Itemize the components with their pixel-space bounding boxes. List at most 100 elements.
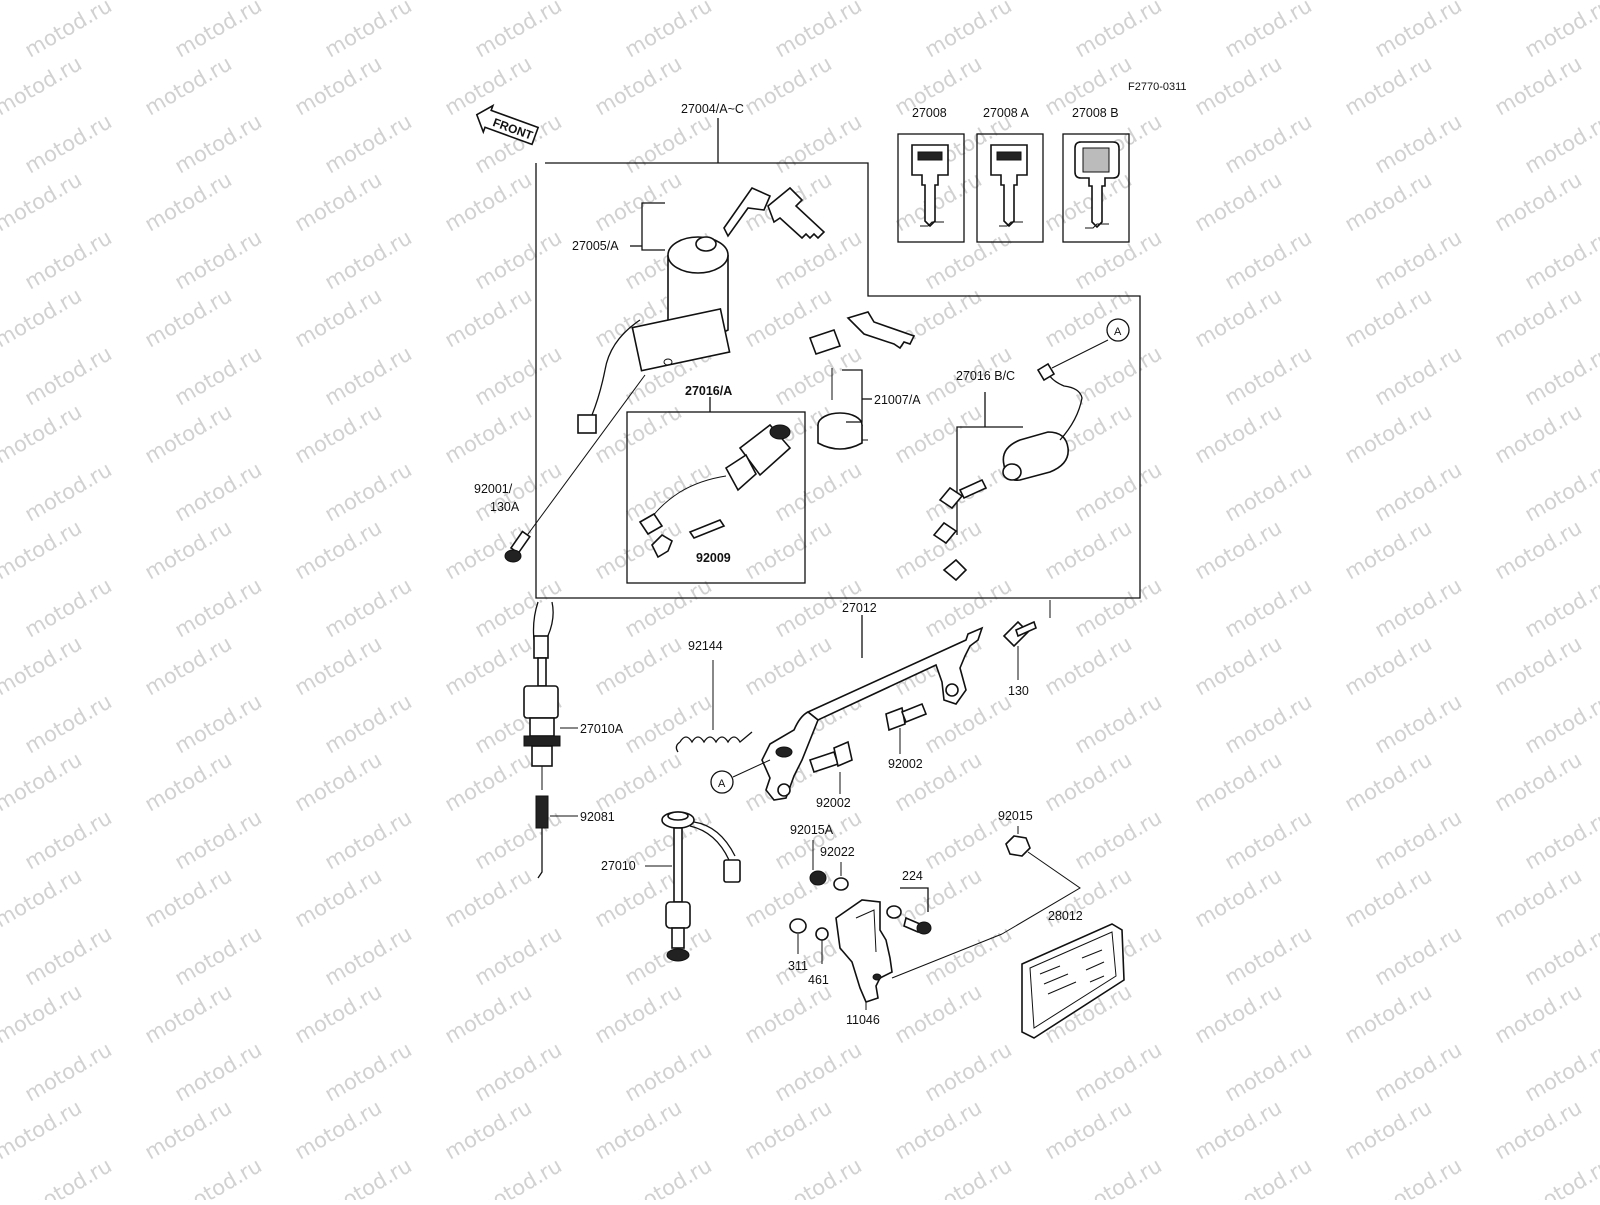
watermark-text: motod.ru [1491,631,1586,700]
watermark-text: motod.ru [1491,283,1586,352]
watermark-text: motod.ru [0,1095,86,1164]
watermark-text: motod.ru [1521,225,1600,294]
watermark-text: motod.ru [1191,515,1286,584]
watermark-text: motod.ru [1341,399,1436,468]
label-92081: 92081 [580,810,615,824]
watermark-text: motod.ru [171,0,266,62]
watermark-text: motod.ru [921,225,1016,294]
watermark-text: motod.ru [1221,457,1316,526]
watermark-text: motod.ru [141,399,236,468]
watermark-text: motod.ru [1371,457,1466,526]
watermark-text: motod.ru [621,457,716,526]
watermark-text: motod.ru [1491,979,1586,1048]
label-27008a: 27008 A [983,106,1030,120]
watermark-text: motod.ru [1371,573,1466,642]
watermark-text: motod.ru [1341,167,1436,236]
watermark-text: motod.ru [1071,1153,1166,1200]
label-27012: 27012 [842,601,877,615]
watermark-text: motod.ru [1521,341,1600,410]
watermark-text: motod.ru [291,51,386,120]
watermark-text: motod.ru [1221,805,1316,874]
watermark-text: motod.ru [1221,1153,1316,1200]
watermark-text: motod.ru [1491,167,1586,236]
nut-311 [790,919,806,954]
watermark-text: motod.ru [141,283,236,352]
watermark-text: motod.ru [1521,921,1600,990]
watermark-text: motod.ru [1341,863,1436,932]
watermark-text: motod.ru [1191,1095,1286,1164]
watermark-text: motod.ru [591,631,686,700]
watermark-text: motod.ru [741,515,836,584]
watermark-text: motod.ru [321,573,416,642]
watermark-text: motod.ru [441,631,536,700]
watermark-text: motod.ru [171,457,266,526]
washer-92022 [834,878,848,890]
watermark-text: motod.ru [1221,341,1316,410]
watermark-text: motod.ru [21,1037,116,1106]
label-27004: 27004/A~C [681,102,744,116]
watermark-text: motod.ru [1341,0,1436,4]
label-27008b: 27008 B [1072,106,1119,120]
label-92015: 92015 [998,809,1033,823]
watermark-text: motod.ru [1341,1095,1436,1164]
watermark-text: motod.ru [1371,1037,1466,1106]
watermark-text: motod.ru [1521,689,1600,758]
bolt-130 [1004,600,1050,680]
label-92002-upper: 92002 [888,757,923,771]
watermark-text: motod.ru [891,1095,986,1164]
watermark-text: motod.ru [21,689,116,758]
callout-a-bottom-label: A [718,778,726,790]
watermark-text: motod.ru [21,109,116,178]
watermark-text: motod.ru [1041,0,1136,4]
watermark-text: motod.ru [141,1095,236,1164]
watermark-text: motod.ru [771,805,866,874]
label-92002-lower: 92002 [816,796,851,810]
label-92001: 92001/ [474,482,513,496]
callout-a-top-label: A [1114,326,1122,338]
watermark-text: motod.ru [1191,51,1286,120]
figure-code: F2770-0311 [1128,81,1187,93]
watermark-text: motod.ru [471,1153,566,1200]
watermark-text: motod.ru [0,399,86,468]
watermark-text: motod.ru [891,515,986,584]
label-461: 461 [808,973,829,987]
label-21007: 21007/A [874,393,921,407]
watermark-text: motod.ru [441,1095,536,1164]
watermark-text: motod.ru [291,747,386,816]
watermark-text: motod.ru [1071,1037,1166,1106]
watermark-text: motod.ru [1191,167,1286,236]
watermark-text: motod.ru [891,0,986,4]
label-28012: 28012 [1048,909,1083,923]
watermark-text: motod.ru [1191,863,1286,932]
watermark-text: motod.ru [1221,109,1316,178]
watermark-text: motod.ru [1341,631,1436,700]
watermark-text: motod.ru [21,341,116,410]
watermark-text: motod.ru [1341,51,1436,120]
watermark-text: motod.ru [141,51,236,120]
watermark-text: motod.ru [141,747,236,816]
watermark-text: motod.ru [471,921,566,990]
watermark-text: motod.ru [141,0,236,4]
watermark-text: motod.ru [921,1037,1016,1106]
label-224: 224 [902,869,923,883]
watermark-text: motod.ru [771,1153,866,1200]
watermark-text: motod.ru [1191,0,1286,4]
label-130: 130 [1008,684,1029,698]
watermark-text: motod.ru [171,689,266,758]
watermark-text: motod.ru [1491,51,1586,120]
watermark-text: motod.ru [171,341,266,410]
watermark-text: motod.ru [1491,515,1586,584]
watermark-text: motod.ru [441,399,536,468]
watermark-text: motod.ru [1221,689,1316,758]
watermark-text: motod.ru [1071,573,1166,642]
watermark-text: motod.ru [21,0,116,62]
watermark-text: motod.ru [1371,689,1466,758]
watermark-text: motod.ru [21,1153,116,1200]
watermark-text: motod.ru [1041,1095,1136,1164]
watermark-text: motod.ru [291,979,386,1048]
watermark-text: motod.ru [1071,225,1166,294]
label-27010a: 27010A [580,722,624,736]
label-92144: 92144 [688,639,723,653]
